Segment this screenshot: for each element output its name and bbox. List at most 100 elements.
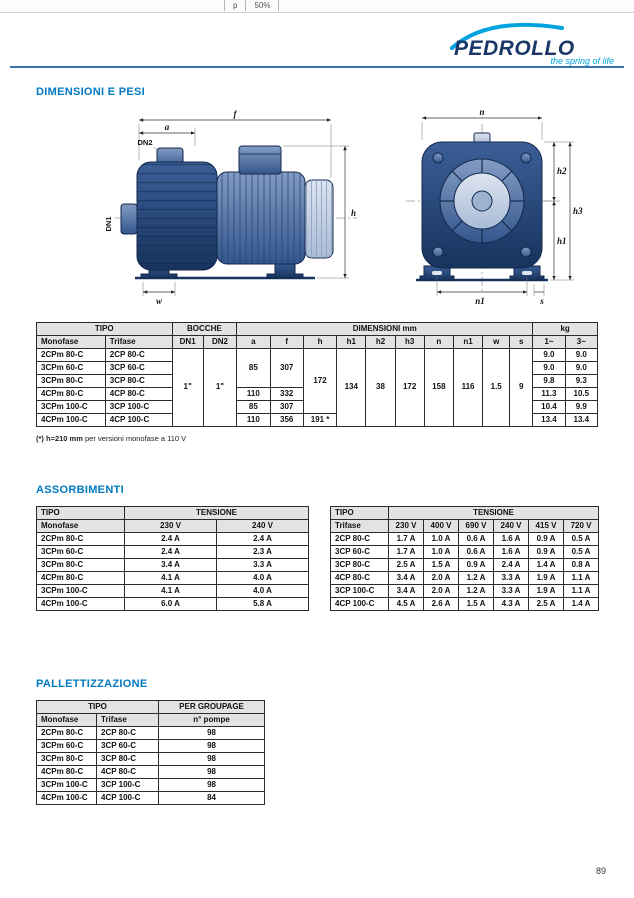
table-cell: 1.6 A (493, 545, 529, 559)
table-cell: 4.3 A (493, 597, 529, 611)
table-cell: 1.4 A (528, 558, 564, 572)
table-cell: 3CP 100-C (104, 400, 173, 414)
table-header-cell: 230 V (124, 519, 217, 533)
footnote-text: per versioni monofase a 110 V (82, 434, 187, 443)
table-header-cell: TIPO (36, 322, 173, 336)
table-cell: 0.5 A (562, 532, 600, 546)
table-header-cell: 400 V (423, 519, 459, 533)
table-cell: 0.9 A (528, 545, 564, 559)
table-header-cell: 1~ (532, 335, 566, 349)
table-cell: 3CPm 80-C (36, 558, 125, 572)
table-cell: 4CPm 80-C (36, 571, 125, 585)
section-title-dimensioni: DIMENSIONI E PESI (36, 86, 146, 98)
foot-slot (432, 271, 442, 275)
footnote-bold: (*) h=210 mm (36, 434, 83, 443)
table-cell: 84 (158, 791, 266, 805)
table-cell: 3CP 80-C (330, 558, 389, 572)
table-header-cell: TIPO (35, 700, 160, 714)
table-cell: 2.5 A (388, 558, 424, 572)
table-cell: 3CPm 60-C (36, 545, 125, 559)
table-cell: 3CP 80-C (95, 752, 160, 766)
header-rule (10, 66, 624, 68)
table-cell: 2.4 A (124, 545, 217, 559)
table-header-cell: TIPO (36, 506, 125, 520)
table-cell: 2CPm 80-C (36, 348, 106, 362)
table-header-cell: BOCCHE (171, 322, 238, 336)
table-header-cell: DIMENSIONI mm (236, 322, 534, 336)
table-header-cell: DN2 (202, 335, 238, 349)
table-cell: 332 (269, 387, 304, 401)
table-cell: 2CP 80-C (330, 532, 389, 546)
table-cell: 1.9 A (528, 571, 564, 585)
table-cell: 2CPm 80-C (36, 726, 97, 740)
table-cell: 172 (302, 348, 338, 414)
toolbar-fragment-label: p (233, 1, 238, 10)
table-header-cell: 3~ (564, 335, 599, 349)
dim-label-h3: h3 (573, 206, 583, 216)
dim-label-dn2: DN2 (137, 138, 152, 147)
table-cell: 110 (236, 413, 271, 427)
suction-port (120, 203, 138, 235)
table-header-cell: Trifase (104, 335, 173, 349)
table-cell: 3.3 A (216, 558, 309, 572)
viewer-zoom-control[interactable]: p 50% (224, 0, 280, 11)
table-header-cell: 230 V (388, 519, 424, 533)
table-cell: 191 * (302, 413, 338, 427)
table-header-cell: DN1 (171, 335, 204, 349)
table-cell: 3CP 60-C (95, 739, 160, 753)
table-cell: 0.5 A (562, 545, 600, 559)
logo-swoosh-icon (450, 22, 564, 50)
table-cell: 38 (365, 348, 396, 427)
table-cell: 9.0 (564, 348, 599, 362)
page-number: 89 (596, 866, 607, 876)
table-cell: 3.3 A (493, 584, 529, 598)
table-cell: 4CP 80-C (95, 765, 160, 779)
table-header-cell: n° pompe (158, 713, 266, 727)
dim-label-h1: h1 (557, 236, 567, 246)
table-cell: 4CPm 100-C (36, 597, 125, 611)
table-cell: 356 (269, 413, 304, 427)
table-cell: 1.2 A (458, 571, 494, 585)
table-header-cell: TENSIONE (124, 506, 309, 520)
toolbar-separator (245, 0, 247, 11)
table-cell: 0.9 A (458, 558, 494, 572)
brand-tagline: the spring of life (550, 56, 614, 66)
table-cell: 3CPm 100-C (36, 400, 106, 414)
table-cell: 3CPm 100-C (36, 584, 125, 598)
table-cell: 3CPm 100-C (36, 778, 97, 792)
table-cell: 1.0 A (423, 545, 459, 559)
table-cell: 6.0 A (124, 597, 217, 611)
table-cell: 3CPm 60-C (36, 361, 106, 375)
table-cell: 1.7 A (388, 545, 424, 559)
table-header-cell: 240 V (216, 519, 309, 533)
table-cell: 9.0 (532, 348, 566, 362)
table-header-cell: w (482, 335, 511, 349)
dim-label-a: a (165, 122, 170, 132)
table-cell: 116 (452, 348, 484, 427)
table-cell: 2.4 A (216, 532, 309, 546)
table-cell: 0.9 A (528, 532, 564, 546)
dim-label-n: n (479, 107, 484, 117)
center-plug (471, 190, 493, 212)
zoom-level-button[interactable]: 50% (254, 1, 271, 10)
table-cell: 4.0 A (216, 571, 309, 585)
table-cell: 1.5 A (423, 558, 459, 572)
table-cell: 4.0 A (216, 584, 309, 598)
table-cell: 3.3 A (493, 571, 529, 585)
table-cell: 4CPm 100-C (36, 791, 97, 805)
table-cell: 4CP 100-C (104, 413, 173, 427)
table-header-cell: n1 (452, 335, 484, 349)
table-header-cell: 720 V (562, 519, 600, 533)
table-cell: 1.9 A (528, 584, 564, 598)
dim-label-h: h (351, 208, 356, 218)
viewer-toolbar-fragment: p 50% (0, 0, 634, 13)
table-cell: 85 (236, 400, 271, 414)
table-cell: 5.8 A (216, 597, 309, 611)
table-cell: 85 (236, 348, 271, 388)
table-cell: 4CPm 80-C (36, 387, 106, 401)
table-cell: 1.5 A (458, 597, 494, 611)
table-cell: 4CP 80-C (330, 571, 389, 585)
table-cell: 9.9 (564, 400, 599, 414)
table-cell: 9.8 (532, 374, 566, 388)
